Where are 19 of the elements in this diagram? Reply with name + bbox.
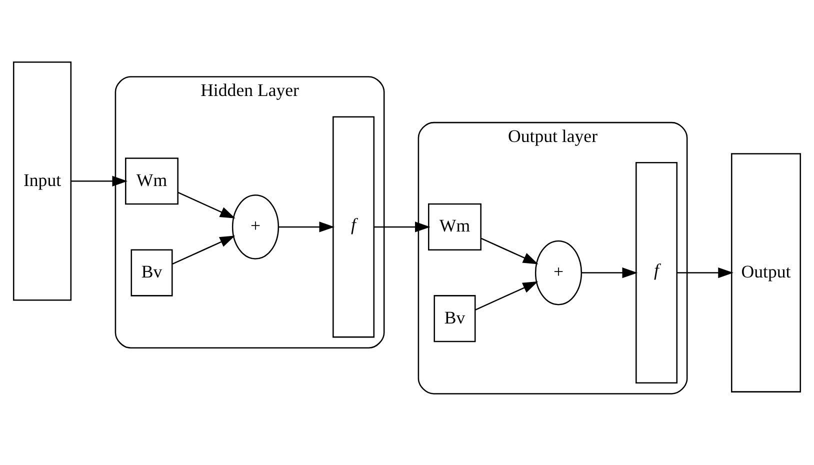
arrow: [71, 175, 128, 186]
node-box: Bv: [434, 294, 476, 342]
arrow: [172, 235, 236, 264]
arrow: [676, 266, 734, 278]
node-box: Output: [731, 152, 802, 392]
node-box: Wm: [125, 157, 178, 204]
arrow: [581, 266, 638, 278]
node-box: f: [636, 162, 678, 384]
arrow: [178, 191, 236, 218]
node-box: Input: [12, 60, 72, 300]
node-box: f: [332, 116, 375, 338]
arrow: [278, 221, 335, 232]
node-box: Wm: [428, 202, 482, 250]
arrow: [480, 237, 538, 264]
node-ellipse: +: [232, 194, 280, 259]
arrow: [475, 280, 538, 310]
arrow: [374, 221, 430, 232]
node-box: Bv: [130, 248, 173, 296]
node-ellipse: +: [534, 240, 582, 305]
